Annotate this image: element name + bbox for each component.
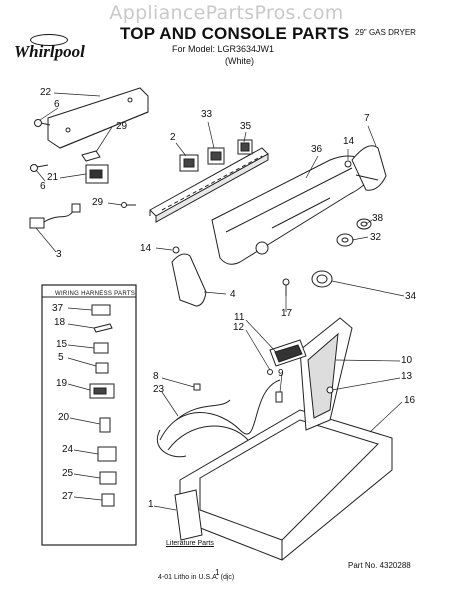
callout-23: 23 xyxy=(153,384,165,395)
callout-32: 32 xyxy=(370,232,382,243)
callout-9: 9 xyxy=(278,368,284,379)
callout-18: 18 xyxy=(54,317,66,328)
literature-part-1 xyxy=(174,489,203,541)
callout-3: 3 xyxy=(56,249,62,260)
callout-36: 36 xyxy=(311,144,323,155)
callout-27: 27 xyxy=(62,491,74,502)
rail-part-35 xyxy=(149,147,269,223)
lint-screen-part-10 xyxy=(299,317,353,431)
model-line: For Model: LGR3634JW1 xyxy=(172,44,275,54)
callout-38: 38 xyxy=(372,213,384,224)
callout-19: 19 xyxy=(56,378,68,389)
callout-22: 22 xyxy=(40,87,52,98)
callout-29: 29 xyxy=(116,121,128,132)
clip-part-29-top xyxy=(81,150,101,162)
wire-harness-part-23 xyxy=(157,379,281,458)
screw-part-29-bottom xyxy=(121,202,136,208)
wiring-inset-title: WIRING HARNESS PARTS xyxy=(55,291,136,297)
knob-part-34 xyxy=(311,270,333,288)
callout-6: 6 xyxy=(54,99,60,110)
block-part-21 xyxy=(85,164,109,184)
callout-5: 5 xyxy=(58,352,64,363)
callout-6: 6 xyxy=(40,181,46,192)
lint-door-part-11 xyxy=(269,339,307,367)
page-number: 1 xyxy=(215,568,220,577)
callout-15: 15 xyxy=(56,339,68,350)
callout-13: 13 xyxy=(401,371,413,382)
callout-7: 7 xyxy=(364,113,370,124)
callout-25: 25 xyxy=(62,468,74,479)
callout-4: 4 xyxy=(230,289,236,300)
module-part-2 xyxy=(179,154,199,172)
bracket-part-22 xyxy=(47,87,149,149)
site-watermark: AppliancePartsPros.com xyxy=(109,2,344,24)
callout-11: 11 xyxy=(234,312,245,323)
callout-16: 16 xyxy=(404,395,416,406)
callout-34: 34 xyxy=(405,291,417,302)
endcap-part-7 xyxy=(344,145,387,191)
clip-part-9 xyxy=(275,391,283,403)
callout-14: 14 xyxy=(140,243,152,254)
page-title: TOP AND CONSOLE PARTS xyxy=(120,24,350,43)
knob-part-38 xyxy=(356,218,372,230)
callout-35: 35 xyxy=(240,121,252,132)
wiring-harness-inset xyxy=(41,284,137,546)
harness-part-3 xyxy=(29,203,81,229)
callout-10: 10 xyxy=(401,355,413,366)
clip-part-8 xyxy=(193,383,201,391)
model-color: (White) xyxy=(225,56,254,66)
callout-1: 1 xyxy=(148,499,154,510)
callout-17: 17 xyxy=(281,308,293,319)
callout-20: 20 xyxy=(58,412,70,423)
callout-2: 2 xyxy=(170,132,176,143)
callout-24: 24 xyxy=(62,444,74,455)
callout-29: 29 xyxy=(92,197,104,208)
module-part-35b xyxy=(237,139,253,155)
endcap-part-4 xyxy=(171,246,207,307)
top-panel-part-16 xyxy=(179,409,393,561)
callout-14: 14 xyxy=(343,136,355,147)
console-part-36 xyxy=(211,155,371,265)
screw-part-17 xyxy=(282,278,290,296)
screw-part-6 xyxy=(30,119,51,172)
callout-8: 8 xyxy=(153,371,159,382)
logo-mark xyxy=(30,34,68,46)
callout-37: 37 xyxy=(52,303,64,314)
literature-label: Literature Parts xyxy=(166,540,214,547)
callout-12: 12 xyxy=(233,322,245,333)
callout-33: 33 xyxy=(201,109,213,120)
brand-logo: Whirlpool xyxy=(14,42,85,61)
print-info: 4-01 Litho in U.S.A. (djc) xyxy=(158,574,235,581)
leader-lines xyxy=(35,92,405,511)
module-part-33 xyxy=(207,147,225,165)
dryer-type: 29" GAS DRYER xyxy=(355,28,416,37)
clip-part-12 xyxy=(267,369,273,375)
knob-part-32 xyxy=(336,233,354,247)
part-number: Part No. 4320288 xyxy=(348,561,411,570)
callout-21: 21 xyxy=(47,172,59,183)
